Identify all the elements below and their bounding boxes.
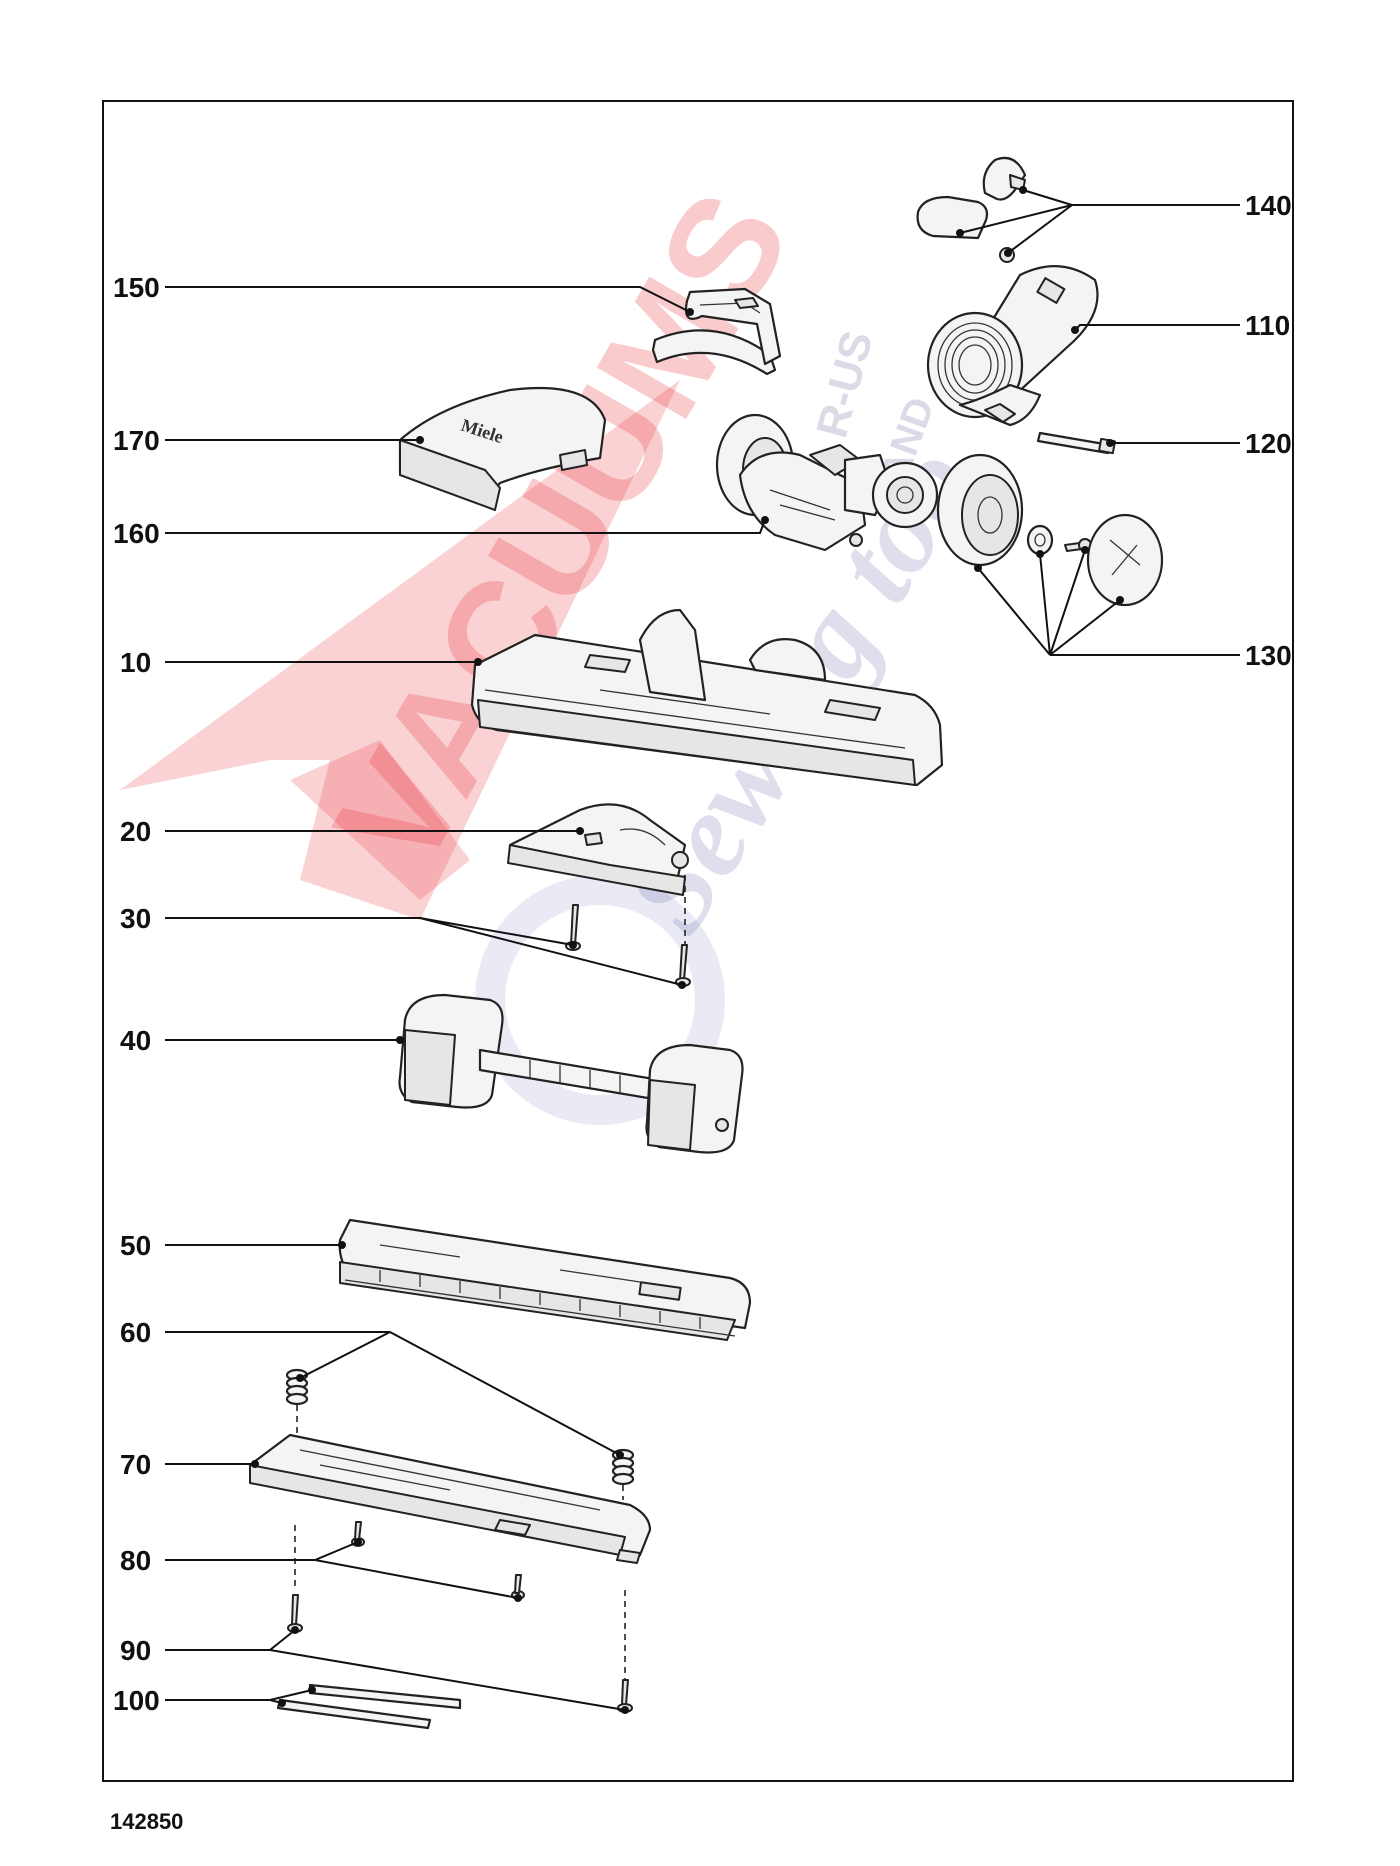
label-part-130: 130 xyxy=(1245,640,1292,671)
part-130-wheel-set xyxy=(936,453,1164,607)
leader-dots xyxy=(251,186,1124,1714)
part-labels: 140 110 120 130 150 170 160 10 20 30 40 … xyxy=(113,190,1292,1716)
part-10-main-housing xyxy=(470,608,944,787)
label-part-70: 70 xyxy=(120,1449,151,1480)
part-120-axle-pin xyxy=(1036,431,1116,455)
part-90-screws xyxy=(287,1525,633,1713)
watermark-top-text: R-US xyxy=(807,326,882,443)
part-20-swivel-base xyxy=(507,803,689,896)
label-part-40: 40 xyxy=(120,1025,151,1056)
label-part-160: 160 xyxy=(113,518,160,549)
label-part-30: 30 xyxy=(120,903,151,934)
label-part-90: 90 xyxy=(120,1635,151,1666)
part-100-strips xyxy=(276,1683,462,1730)
part-160-gear-housing xyxy=(715,413,939,552)
part-170-hood: Miele xyxy=(398,386,607,511)
part-150-cover xyxy=(651,287,782,376)
label-part-100: 100 xyxy=(113,1685,160,1716)
document-number: 142850 xyxy=(110,1809,183,1834)
label-part-80: 80 xyxy=(120,1545,151,1576)
part-80-screws xyxy=(351,1521,525,1600)
label-part-60: 60 xyxy=(120,1317,151,1348)
label-part-110: 110 xyxy=(1245,310,1290,341)
part-40-axle-assembly xyxy=(398,993,744,1154)
part-110-swivel-joint xyxy=(926,265,1099,427)
label-part-150: 150 xyxy=(113,272,160,303)
part-140-clip-set xyxy=(916,156,1027,263)
label-part-120: 120 xyxy=(1245,428,1292,459)
part-70-base-plate xyxy=(248,1433,652,1564)
label-part-20: 20 xyxy=(120,816,151,847)
label-part-140: 140 xyxy=(1245,190,1292,221)
part-50-sole-plate xyxy=(338,1218,752,1341)
watermark: VACUUMS R-US AND Sewing too xyxy=(120,165,1000,1125)
label-part-50: 50 xyxy=(120,1230,151,1261)
label-part-10: 10 xyxy=(120,647,151,678)
diagram-frame xyxy=(102,100,1294,1782)
label-part-170: 170 xyxy=(113,425,160,456)
leader-lines xyxy=(165,189,1240,1711)
